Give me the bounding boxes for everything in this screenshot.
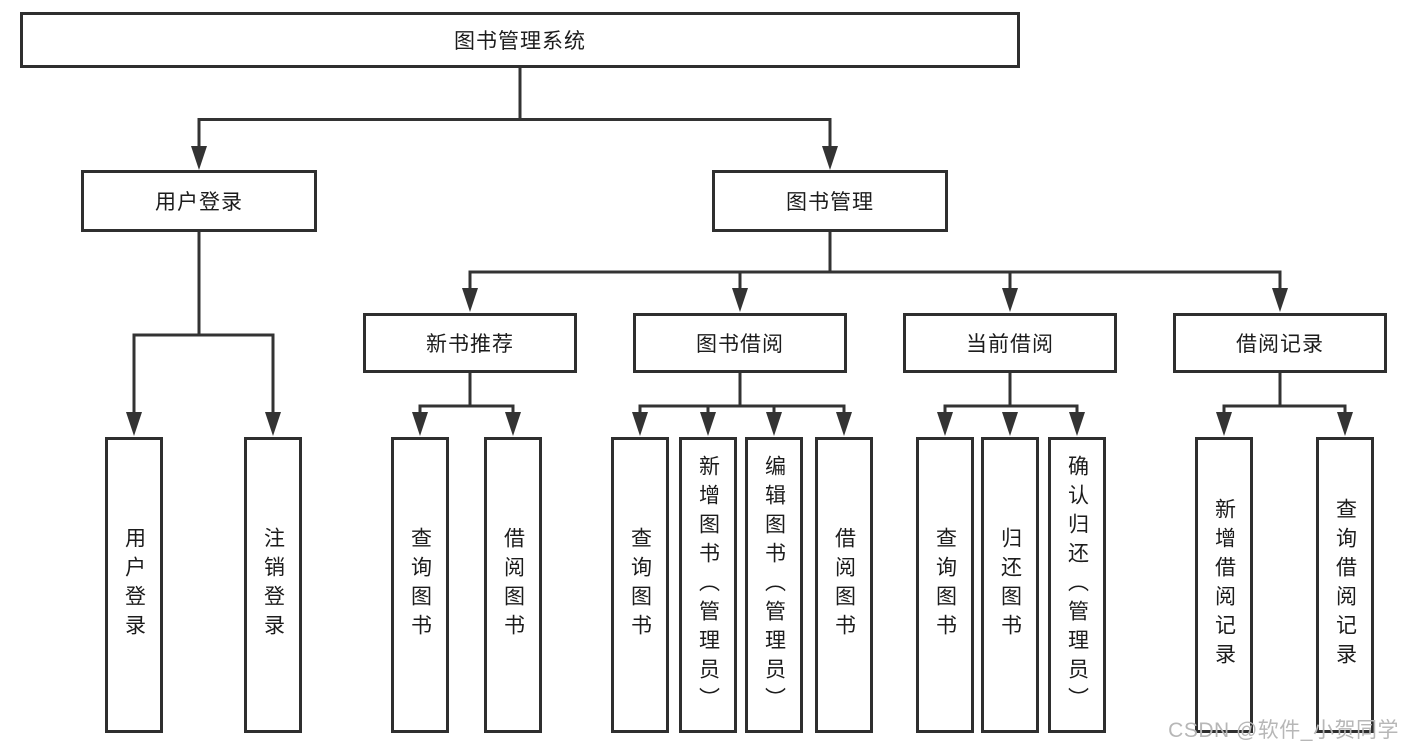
node-current-borrow: 当前借阅 <box>903 313 1117 373</box>
node-borrow-records: 借阅记录 <box>1173 313 1387 373</box>
node-book-borrow: 图书借阅 <box>633 313 847 373</box>
leaf-query-books-recommend: 查询图书 <box>391 437 449 733</box>
csdn-watermark: CSDN @软件_小贺同学 <box>1168 719 1399 742</box>
node-book-mgmt: 图书管理 <box>712 170 948 232</box>
leaf-borrow-books: 借阅图书 <box>815 437 873 733</box>
leaf-return-books: 归还图书 <box>981 437 1039 733</box>
leaf-edit-books-admin: 编辑图书（管理员） <box>745 437 803 733</box>
node-user-login: 用户登录 <box>81 170 317 232</box>
leaf-logout: 注销登录 <box>244 437 302 733</box>
arrowheads <box>126 146 1353 436</box>
leaf-borrow-books-recommend: 借阅图书 <box>484 437 542 733</box>
leaf-user-login: 用户登录 <box>105 437 163 733</box>
leaf-query-books-borrow: 查询图书 <box>611 437 669 733</box>
leaf-query-books-current: 查询图书 <box>916 437 974 733</box>
node-new-book-recommend: 新书推荐 <box>363 313 577 373</box>
leaf-add-borrow-record: 新增借阅记录 <box>1195 437 1253 733</box>
leaf-add-books-admin: 新增图书（管理员） <box>679 437 737 733</box>
node-root: 图书管理系统 <box>20 12 1020 68</box>
leaf-query-borrow-record: 查询借阅记录 <box>1316 437 1374 733</box>
leaf-confirm-return-admin: 确认归还（管理员） <box>1048 437 1106 733</box>
